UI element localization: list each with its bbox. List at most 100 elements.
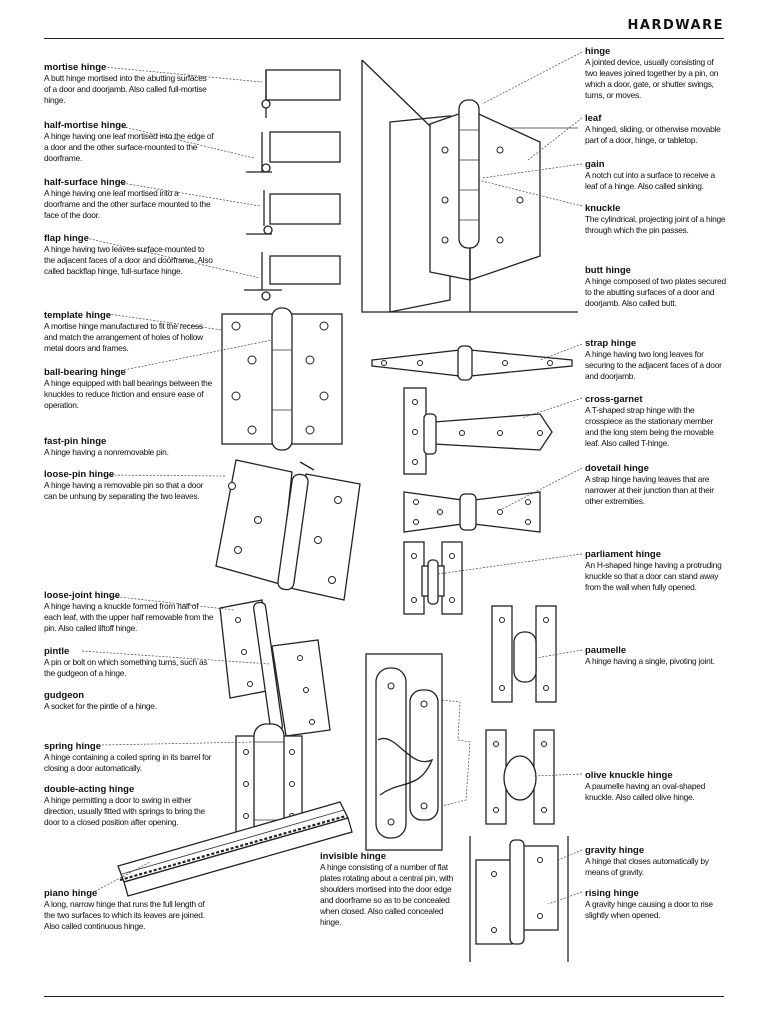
entry-definition: A hinge having one leaf mortised into th…	[44, 131, 214, 163]
entry-term: hinge	[585, 46, 611, 57]
entry-dovetail-hinge: dovetail hinge A strap hinge having leav…	[585, 463, 727, 507]
entry-term: loose-pin hinge	[44, 469, 115, 480]
entry-term: pintle	[44, 646, 70, 657]
left-leader-lines	[81, 66, 273, 894]
entry-term: knuckle	[585, 203, 621, 214]
dovetail-hinge-drawing	[403, 491, 541, 533]
entry-term: cross-garnet	[585, 394, 643, 405]
entry-butt-hinge: butt hinge A hinge composed of two plate…	[585, 265, 727, 309]
entry-definition: A hinge having a nonremovable pin.	[44, 447, 169, 457]
entry-term: flap hinge	[44, 233, 89, 244]
entry-gudgeon: gudgeon A socket for the pintle of a hin…	[44, 690, 214, 712]
entry-definition: A butt hinge mortised into the abutting …	[44, 73, 207, 105]
entry-gain: gain A notch cut into a surface to recei…	[585, 159, 727, 192]
entry-definition: A hinge that closes automatically by mea…	[585, 856, 709, 877]
entry-spring-hinge: spring hinge A hinge containing a coiled…	[44, 741, 214, 774]
entry-rising-hinge: rising hinge A gravity hinge causing a d…	[585, 888, 727, 921]
entry-definition: A long, narrow hinge that runs the full …	[44, 899, 205, 931]
entry-fast-pin-hinge: fast-pin hinge A hinge having a nonremov…	[44, 436, 214, 458]
footer-rule	[44, 996, 724, 997]
entry-definition: A hinge consisting of a number of flat p…	[320, 862, 454, 927]
entry-term: parliament hinge	[585, 549, 662, 560]
half-mortise-hinge-drawing	[246, 131, 341, 173]
entry-term: gudgeon	[44, 690, 85, 701]
loose-pin-hinge-drawing	[215, 459, 361, 601]
template-hinge-drawing	[221, 307, 343, 451]
entry-definition: An H-shaped hinge having a protruding kn…	[585, 560, 722, 592]
entry-term: olive knuckle hinge	[585, 770, 673, 781]
parliament-hinge-drawing	[403, 541, 463, 615]
entry-paumelle: paumelle A hinge having a single, pivoti…	[585, 645, 727, 667]
mortise-hinge-drawing	[261, 69, 341, 118]
entry-term: ball-bearing hinge	[44, 367, 126, 378]
entry-definition: A hinge having a single, pivoting joint.	[585, 656, 715, 666]
entry-definition: A hinge having a knuckle formed from hal…	[44, 601, 214, 633]
entry-cross-garnet: cross-garnet A T-shaped strap hinge with…	[585, 394, 727, 449]
entry-term: rising hinge	[585, 888, 639, 899]
entry-term: strap hinge	[585, 338, 637, 349]
entry-term: loose-joint hinge	[44, 590, 120, 601]
entry-definition: A gravity hinge causing a door to rise s…	[585, 899, 713, 920]
entry-half-surface-hinge: half-surface hinge A hinge having one le…	[44, 177, 214, 221]
entry-term: piano hinge	[44, 888, 98, 899]
entry-leaf: leaf A hinged, sliding, or otherwise mov…	[585, 113, 727, 146]
entry-definition: A hinge having one leaf mortised into a …	[44, 188, 211, 220]
butt-hinge-door-drawing	[361, 59, 578, 313]
entry-term: invisible hinge	[320, 851, 386, 862]
entry-term: leaf	[585, 113, 602, 124]
entry-term: gravity hinge	[585, 845, 645, 856]
entry-half-mortise-hinge: half-mortise hinge A hinge having one le…	[44, 120, 214, 164]
entry-definition: A hinge permitting a door to swing in ei…	[44, 795, 205, 827]
entry-ball-bearing-hinge: ball-bearing hinge A hinge equipped with…	[44, 367, 214, 411]
invisible-hinge-drawing	[365, 653, 471, 851]
entry-definition: A hinged, sliding, or otherwise movable …	[585, 124, 721, 145]
entry-term: paumelle	[585, 645, 627, 656]
entry-double-acting-hinge: double-acting hinge A hinge permitting a…	[44, 784, 214, 828]
entry-flap-hinge: flap hinge A hinge having two leaves sur…	[44, 233, 214, 277]
entry-definition: A socket for the pintle of a hinge.	[44, 701, 157, 711]
entry-definition: A jointed device, usually consisting of …	[585, 57, 719, 100]
entry-parliament-hinge: parliament hinge An H-shaped hinge havin…	[585, 549, 727, 593]
entry-term: fast-pin hinge	[44, 436, 107, 447]
flap-hinge-drawing	[244, 252, 341, 301]
entry-knuckle: knuckle The cylindrical, projecting join…	[585, 203, 727, 236]
entry-hinge: hinge A jointed device, usually consisti…	[585, 46, 727, 101]
paumelle-drawing	[491, 605, 557, 703]
entry-term: double-acting hinge	[44, 784, 135, 795]
cross-garnet-drawing	[403, 387, 553, 475]
loose-joint-hinge-drawing	[219, 599, 331, 737]
entry-definition: A hinge having two long leaves for secur…	[585, 349, 722, 381]
gravity-hinge-drawing	[469, 836, 569, 962]
entry-term: gain	[585, 159, 605, 170]
strap-hinge-drawing	[371, 345, 573, 381]
half-surface-hinge-drawing	[246, 190, 341, 235]
entry-loose-pin-hinge: loose-pin hinge A hinge having a removab…	[44, 469, 214, 502]
entry-term: half-mortise hinge	[44, 120, 127, 131]
section-header: HARDWARE	[627, 18, 724, 33]
entry-definition: A hinge having two leaves surface-mounte…	[44, 244, 213, 276]
entry-loose-joint-hinge: loose-joint hinge A hinge having a knuck…	[44, 590, 214, 634]
entry-definition: A notch cut into a surface to receive a …	[585, 170, 715, 191]
entry-definition: A strap hinge having leaves that are nar…	[585, 474, 714, 506]
entry-definition: A pin or bolt on which something turns, …	[44, 657, 208, 678]
entry-term: half-surface hinge	[44, 177, 126, 188]
entry-definition: A hinge containing a coiled spring in it…	[44, 752, 212, 773]
entry-olive-knuckle-hinge: olive knuckle hinge A paumelle having an…	[585, 770, 727, 803]
entry-definition: A paumelle having an oval-shaped knuckle…	[585, 781, 706, 802]
entry-term: template hinge	[44, 310, 112, 321]
entry-definition: A T-shaped strap hinge with the crosspie…	[585, 405, 714, 448]
header-rule	[44, 38, 724, 39]
entry-pintle: pintle A pin or bolt on which something …	[44, 646, 214, 679]
entry-term: butt hinge	[585, 265, 631, 276]
right-leader-lines	[437, 51, 583, 905]
entry-definition: A mortise hinge manufactured to fit the …	[44, 321, 203, 353]
entry-gravity-hinge: gravity hinge A hinge that closes automa…	[585, 845, 727, 878]
entry-term: dovetail hinge	[585, 463, 649, 474]
piano-hinge-drawing	[117, 801, 353, 897]
entry-mortise-hinge: mortise hinge A butt hinge mortised into…	[44, 62, 214, 106]
entry-invisible-hinge: invisible hinge A hinge consisting of a …	[320, 851, 460, 928]
entry-template-hinge: template hinge A mortise hinge manufactu…	[44, 310, 214, 354]
entry-strap-hinge: strap hinge A hinge having two long leav…	[585, 338, 727, 382]
entry-definition: A hinge having a removable pin so that a…	[44, 480, 204, 501]
